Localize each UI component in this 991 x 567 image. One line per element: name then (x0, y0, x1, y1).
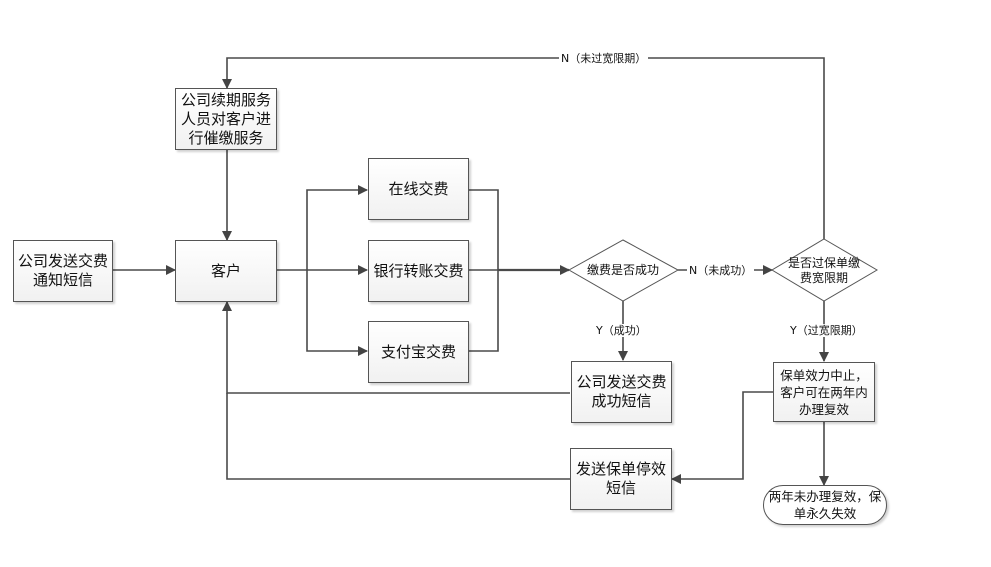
edge-to-alipay (306, 270, 368, 356)
edge-label-not-past-grace: N（未过宽限期） (559, 52, 649, 65)
edge-to-online-pay (306, 185, 368, 270)
edge-label-success: Y（成功） (594, 324, 649, 337)
success-sms-label: 公司发送交费成功短信 (576, 373, 667, 410)
grace-period-decision[interactable]: 是否过保单缴费宽限期 (784, 254, 864, 288)
lapse-sms-box[interactable]: 发送保单停效短信 (570, 448, 672, 510)
permanent-lapse-label: 两年未办理复效，保单永久失效 (768, 489, 882, 521)
edge-suspended-to-lapse-sms (671, 391, 773, 484)
bank-transfer-label: 银行转账交费 (373, 261, 464, 280)
pay-success-decision-shape (567, 239, 680, 302)
notify-sms-label: 公司发送交费通知短信 (17, 252, 108, 289)
lapse-sms-label: 发送保单停效短信 (575, 460, 666, 497)
permanent-lapse-terminal[interactable]: 两年未办理复效，保单永久失效 (763, 485, 887, 525)
renewal-staff-label: 公司续期服务人员对客户进行催缴服务 (180, 90, 271, 147)
online-pay-box[interactable]: 在线交费 (368, 158, 469, 220)
alipay-label: 支付宝交费 (380, 342, 456, 361)
edge-not-past-grace (222, 57, 825, 239)
edge-label-past-grace: Y（过宽限期） (788, 324, 865, 337)
grace-period-decision-shape (771, 238, 878, 302)
grace-period-decision-label: 是否过保单缴费宽限期 (787, 256, 860, 285)
success-sms-box[interactable]: 公司发送交费成功短信 (571, 361, 672, 423)
edge-lapse-sms-to-customer (226, 393, 570, 480)
policy-suspended-label: 保单效力中止，客户可在两年内办理复效 (780, 367, 868, 417)
edge-label-not-success: N（未成功） (687, 264, 755, 277)
renewal-staff-box[interactable]: 公司续期服务人员对客户进行催缴服务 (175, 88, 277, 150)
customer-label: 客户 (210, 261, 241, 280)
pay-success-decision[interactable]: 缴费是否成功 (576, 255, 670, 285)
policy-suspended-box[interactable]: 保单效力中止，客户可在两年内办理复效 (773, 362, 875, 422)
alipay-box[interactable]: 支付宝交费 (368, 321, 469, 383)
notify-sms-box[interactable]: 公司发送交费通知短信 (13, 240, 113, 302)
pay-success-decision-label: 缴费是否成功 (586, 262, 659, 277)
customer-box[interactable]: 客户 (175, 240, 277, 302)
bank-transfer-box[interactable]: 银行转账交费 (368, 240, 469, 302)
online-pay-label: 在线交费 (388, 179, 449, 198)
